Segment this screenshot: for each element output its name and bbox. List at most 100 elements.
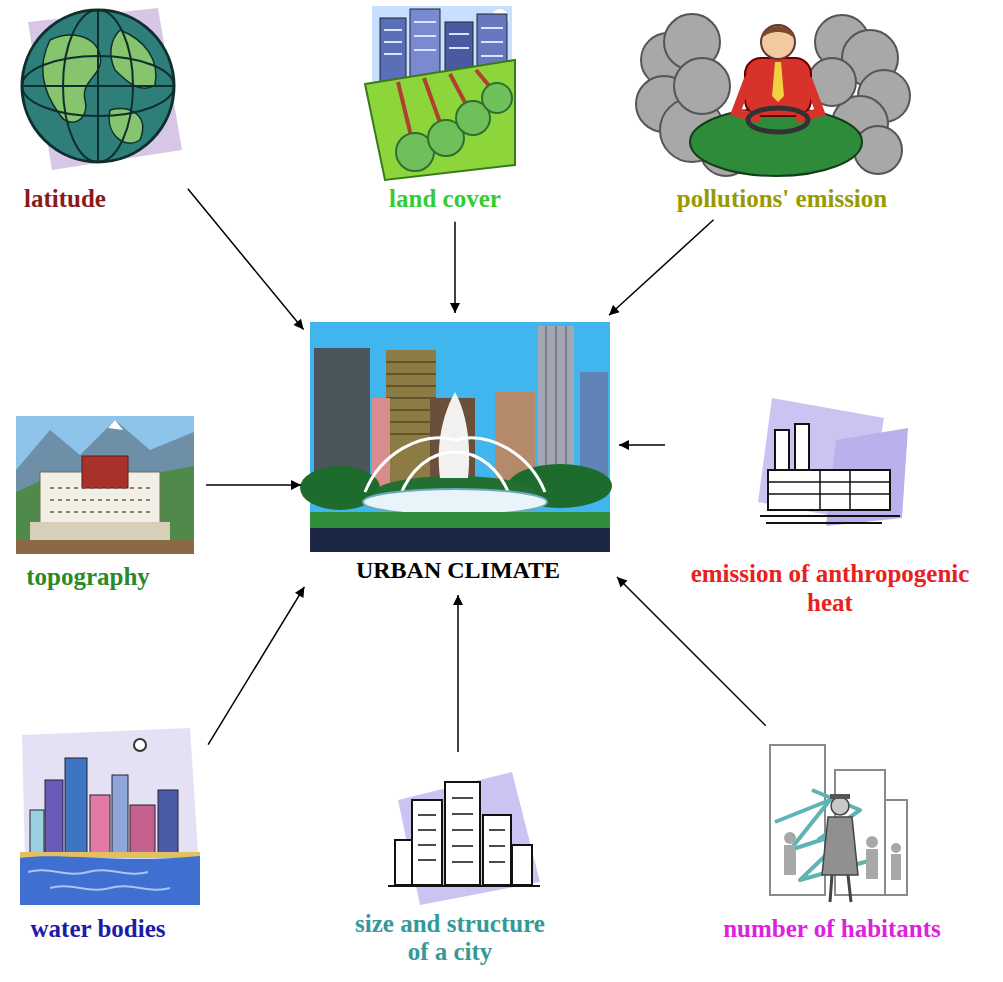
people-icon-part-part bbox=[891, 854, 901, 880]
city-structure-icon bbox=[388, 772, 540, 905]
water-node: water bodies bbox=[15, 722, 205, 947]
factory-icon bbox=[758, 398, 908, 526]
waterfront-picture-part-part bbox=[45, 780, 63, 856]
topography-picture-part bbox=[50, 488, 150, 512]
waterfront-picture-part-part bbox=[130, 805, 155, 856]
people-icon-part-part bbox=[866, 849, 878, 879]
waterfront-picture-part bbox=[134, 739, 146, 751]
city-structure-icon-part-part bbox=[412, 800, 442, 885]
people-icon-part-part bbox=[891, 843, 901, 853]
waterfront-picture-part-part bbox=[65, 758, 87, 856]
city-picture-part bbox=[580, 372, 608, 482]
factory-icon-part bbox=[768, 470, 890, 510]
city-picture-part bbox=[365, 438, 545, 496]
globe-icon-part bbox=[22, 10, 174, 162]
pollution-icon-part bbox=[761, 25, 795, 59]
pollution-icon-part bbox=[748, 108, 808, 132]
pollution-node: pollutions' emission bbox=[640, 8, 920, 216]
heat-node: emission of anthropogenic heat bbox=[671, 392, 989, 620]
waterfront-picture bbox=[20, 728, 200, 905]
globe-icon bbox=[22, 8, 182, 170]
land-cover-icon-part bbox=[482, 83, 512, 113]
waterfront-picture-part bbox=[22, 728, 198, 860]
factory-icon-part bbox=[795, 424, 809, 472]
topography-picture bbox=[16, 416, 194, 554]
land-cover-icon bbox=[365, 6, 515, 180]
topography-picture-part bbox=[16, 540, 194, 554]
pollution-icon-part-part bbox=[674, 58, 730, 114]
people-icon-part-part bbox=[784, 832, 796, 844]
pollution-icon-part bbox=[636, 14, 910, 176]
waterfront-picture-part-part bbox=[30, 810, 44, 856]
factory-icon-part bbox=[775, 430, 789, 472]
influence-arrow bbox=[457, 595, 459, 752]
people-icon-part bbox=[770, 745, 907, 895]
topography-node: topography bbox=[12, 412, 200, 594]
factory-icon-part bbox=[760, 516, 900, 523]
pollution-icon bbox=[636, 14, 910, 176]
city-picture-part bbox=[546, 326, 566, 486]
waterfront-picture-part-part bbox=[90, 795, 110, 856]
pollution-icon-part bbox=[762, 26, 794, 38]
urban-climate-node: URBAN CLIMATE bbox=[308, 320, 612, 588]
latitude-node: latitude bbox=[12, 5, 184, 216]
influence-arrow bbox=[206, 484, 301, 486]
city-picture-part bbox=[310, 512, 610, 552]
factor-label: emission of anthropogenic heat bbox=[675, 560, 985, 618]
influence-arrow bbox=[609, 220, 714, 315]
land-cover-icon-part bbox=[365, 60, 515, 180]
globe-icon-part bbox=[97, 10, 99, 162]
topography-picture-part bbox=[82, 456, 128, 488]
pollution-icon-part-part bbox=[854, 126, 902, 174]
factor-label: pollutions' emission bbox=[677, 185, 887, 214]
people-icon-part bbox=[822, 817, 858, 875]
city-structure-icon-part bbox=[418, 798, 505, 862]
city-structure-icon-part-part bbox=[483, 815, 511, 885]
city-structure-icon-part bbox=[388, 885, 540, 887]
waterfront-picture-part bbox=[30, 758, 178, 856]
people-icon bbox=[770, 745, 907, 902]
influence-arrow bbox=[619, 444, 665, 446]
city-picture-part bbox=[363, 489, 547, 515]
people-icon-part-part bbox=[885, 800, 907, 895]
people-icon-part-part bbox=[784, 845, 796, 875]
topography-picture-part bbox=[30, 522, 170, 540]
influence-arrow bbox=[208, 587, 304, 745]
land-cover-icon-part bbox=[384, 22, 503, 56]
city-picture-part bbox=[310, 322, 610, 552]
people-icon-part bbox=[830, 794, 850, 799]
factor-label: size and structure of a city bbox=[348, 910, 553, 965]
factor-label: latitude bbox=[24, 185, 106, 214]
city-picture-part bbox=[538, 326, 574, 486]
city-picture-part bbox=[386, 362, 436, 434]
pollution-icon-part bbox=[772, 62, 784, 102]
factor-label: water bodies bbox=[31, 915, 166, 944]
land-cover-icon-part bbox=[380, 18, 406, 84]
topography-picture-part bbox=[16, 416, 194, 554]
influence-arrow bbox=[454, 222, 456, 313]
influence-arrow bbox=[617, 577, 766, 726]
land-cover-node: land cover bbox=[360, 5, 530, 216]
influence-arrow bbox=[188, 189, 304, 330]
people-icon-part bbox=[831, 797, 849, 815]
city-picture-part bbox=[439, 392, 469, 478]
waterfront-picture-part-part bbox=[158, 790, 178, 856]
people-icon-part bbox=[775, 790, 872, 880]
people-icon-part bbox=[830, 875, 851, 902]
factor-label: land cover bbox=[389, 185, 501, 214]
waterfront-picture-part bbox=[28, 870, 170, 889]
factory-icon-part bbox=[768, 470, 890, 510]
city-structure-icon-part-part bbox=[395, 840, 413, 885]
waterfront-picture-part-part bbox=[112, 775, 128, 856]
habitants-node: number of habitants bbox=[719, 730, 945, 955]
people-icon-part-part bbox=[866, 836, 878, 848]
city-picture bbox=[300, 322, 612, 552]
topography-picture-part bbox=[108, 420, 123, 430]
city-structure-icon-part-part bbox=[512, 845, 532, 885]
city-picture-part bbox=[310, 528, 610, 552]
pollution-icon-part bbox=[690, 108, 862, 176]
waterfront-picture-part bbox=[20, 856, 200, 905]
